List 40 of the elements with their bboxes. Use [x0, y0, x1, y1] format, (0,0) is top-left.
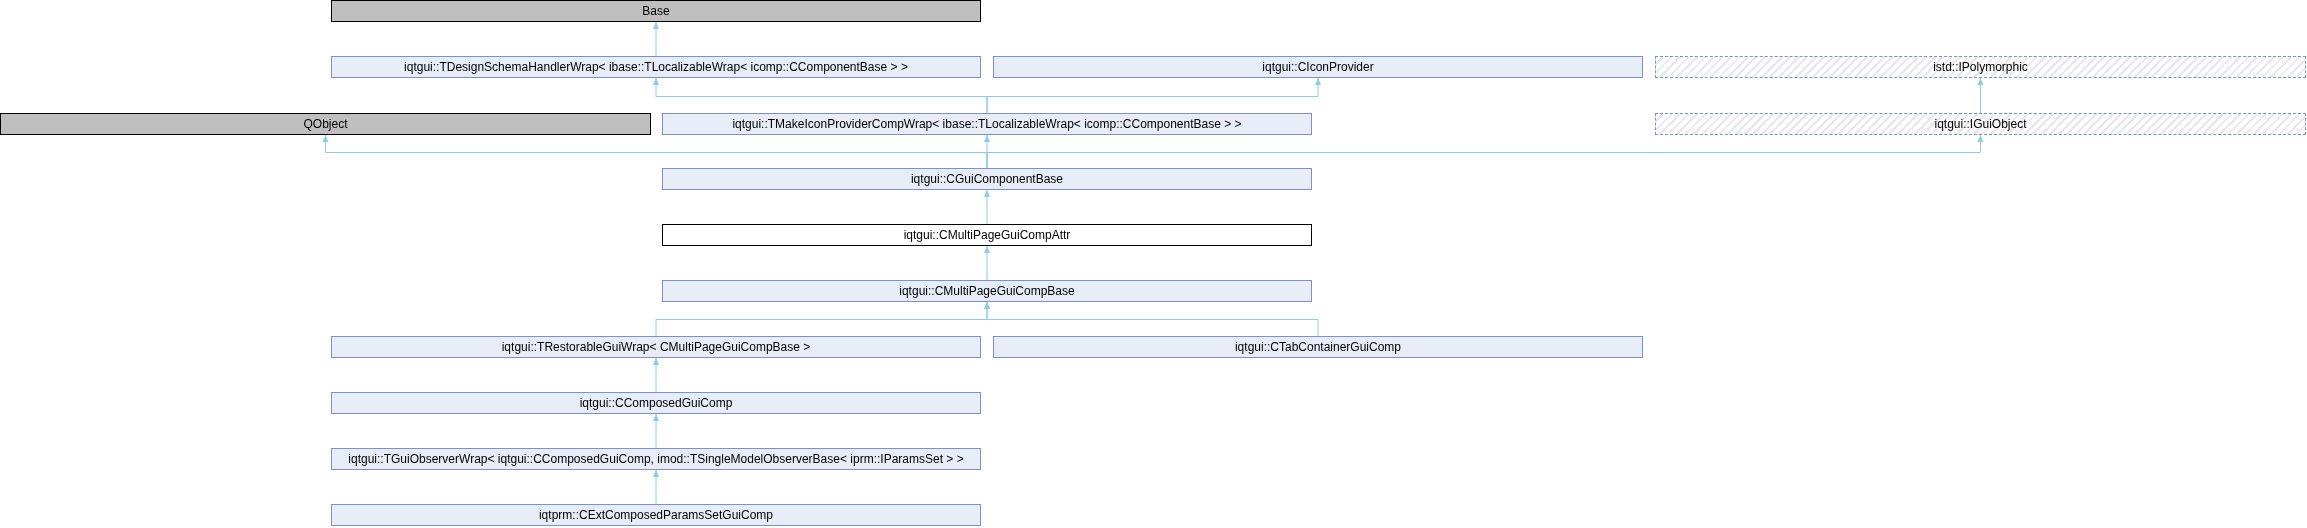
class-box: [662, 113, 1312, 135]
external-class-box: [0, 113, 651, 135]
interface-class-box: [1655, 113, 2306, 135]
external-class-box: [331, 0, 981, 22]
class-name: QObject: [303, 117, 348, 131]
class-box: [662, 168, 1312, 190]
class-name: iqtgui::CMultiPageGuiCompBase: [899, 284, 1075, 298]
inheritance-arrow: [653, 469, 659, 505]
class-name: iqtgui::CComposedGuiComp: [579, 396, 733, 410]
current-class-box: [662, 224, 1312, 246]
class-name: iqtgui::CIconProvider: [1262, 60, 1374, 74]
inheritance-arrow: [986, 134, 1984, 169]
class-box: [993, 336, 1643, 358]
inheritance-arrow: [653, 357, 659, 393]
class-box: [993, 56, 1643, 78]
class-name: istd::IPolymorphic: [1933, 60, 2028, 74]
class-name: iqtgui::IGuiObject: [1934, 117, 2027, 131]
inheritance-arrow: [653, 413, 659, 449]
class-name: iqtgui::TRestorableGuiWrap< CMultiPageGuiCompBase >: [501, 340, 811, 354]
class-box: [331, 504, 981, 526]
class-box: [331, 448, 981, 470]
class-box: [331, 392, 981, 414]
class-name: iqtgui::CMultiPageGuiCompAttr: [903, 228, 1071, 242]
class-box: [331, 56, 981, 78]
class-name: iqtgui::CGuiComponentBase: [910, 172, 1064, 186]
class-box: [662, 280, 1312, 302]
class-box: [331, 336, 981, 358]
interface-class-box: [1655, 56, 2306, 78]
inheritance-arrow: [984, 189, 990, 225]
class-name: Base: [642, 4, 670, 18]
class-name: iqtprm::CExtComposedParamsSetGuiComp: [538, 508, 774, 522]
class-name: iqtgui::TDesignSchemaHandlerWrap< ibase::TLocalizableWrap< icomp::CComponentBase > >: [404, 60, 908, 74]
inheritance-arrow: [1977, 77, 1984, 114]
class-name: iqtgui::CTabContainerGuiComp: [1234, 340, 1402, 354]
inheritance-arrow: [984, 245, 990, 281]
class-name: iqtgui::TMakeIconProviderCompWrap< ibase::TLocalizableWrap< icomp::CComponentBase > >: [732, 117, 1242, 131]
class-name: iqtgui::TGuiObserverWrap< iqtgui::CComposedGuiComp, imod::TSingleModelObserverBase< iprm::IParamsSet > >: [348, 452, 964, 466]
inheritance-arrow: [984, 301, 1319, 337]
inheritance-arrow: [653, 21, 659, 57]
inheritance-arrow: [986, 77, 1321, 114]
